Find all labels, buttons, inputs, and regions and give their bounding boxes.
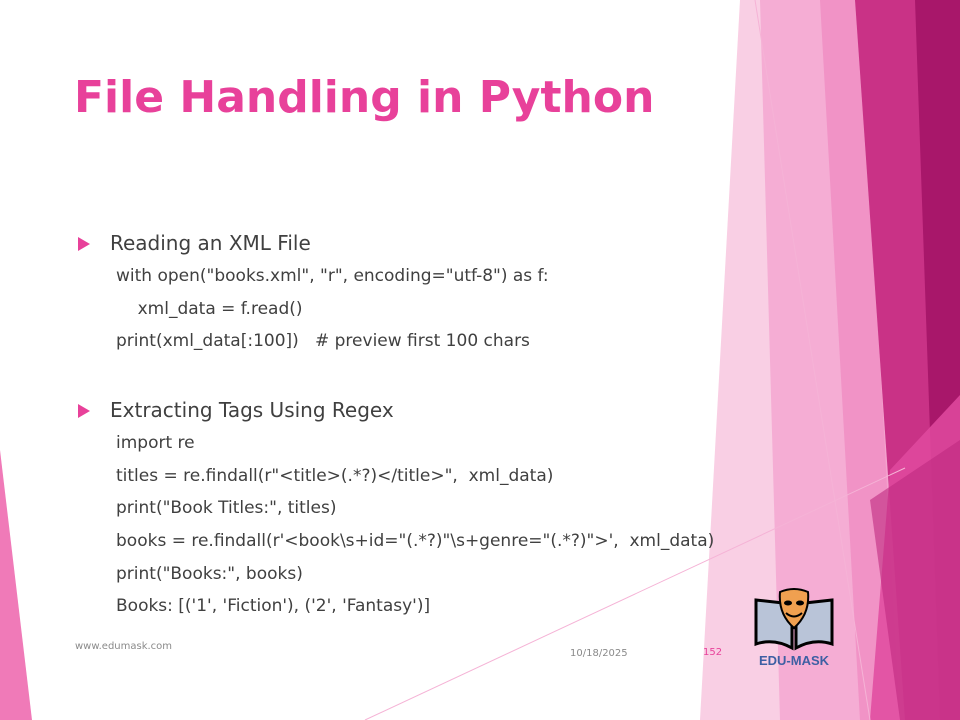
code-line: with open("books.xml", "r", encoding="ut… [116, 266, 549, 286]
book-mask-icon [754, 588, 834, 651]
footer-website: www.edumask.com [75, 641, 173, 652]
code-line: print(xml_data[:100]) # preview first 10… [116, 331, 530, 351]
code-line: xml_data = f.read() [116, 299, 303, 319]
code-line: print("Book Titles:", titles) [116, 498, 337, 518]
code-line: books = re.findall(r'<book\s+id="(.*?)"\… [116, 531, 715, 551]
bullet-arrow-icon [78, 404, 90, 418]
section-heading: Extracting Tags Using Regex [110, 398, 394, 422]
code-line: titles = re.findall(r"<title>(.*?)</titl… [116, 466, 554, 486]
slide-title: File Handling in Python [74, 72, 655, 123]
section-heading: Reading an XML File [110, 231, 311, 255]
bullet-arrow-icon [78, 237, 90, 251]
code-line: Books: [('1', 'Fiction'), ('2', 'Fantasy… [116, 596, 431, 616]
logo-text: EDU-MASK [758, 653, 830, 668]
edu-mask-logo: EDU-MASK [752, 586, 836, 672]
footer-date: 10/18/2025 [570, 648, 628, 659]
code-line: print("Books:", books) [116, 564, 303, 584]
code-line: import re [116, 433, 195, 453]
page-number: 152 [703, 647, 723, 658]
